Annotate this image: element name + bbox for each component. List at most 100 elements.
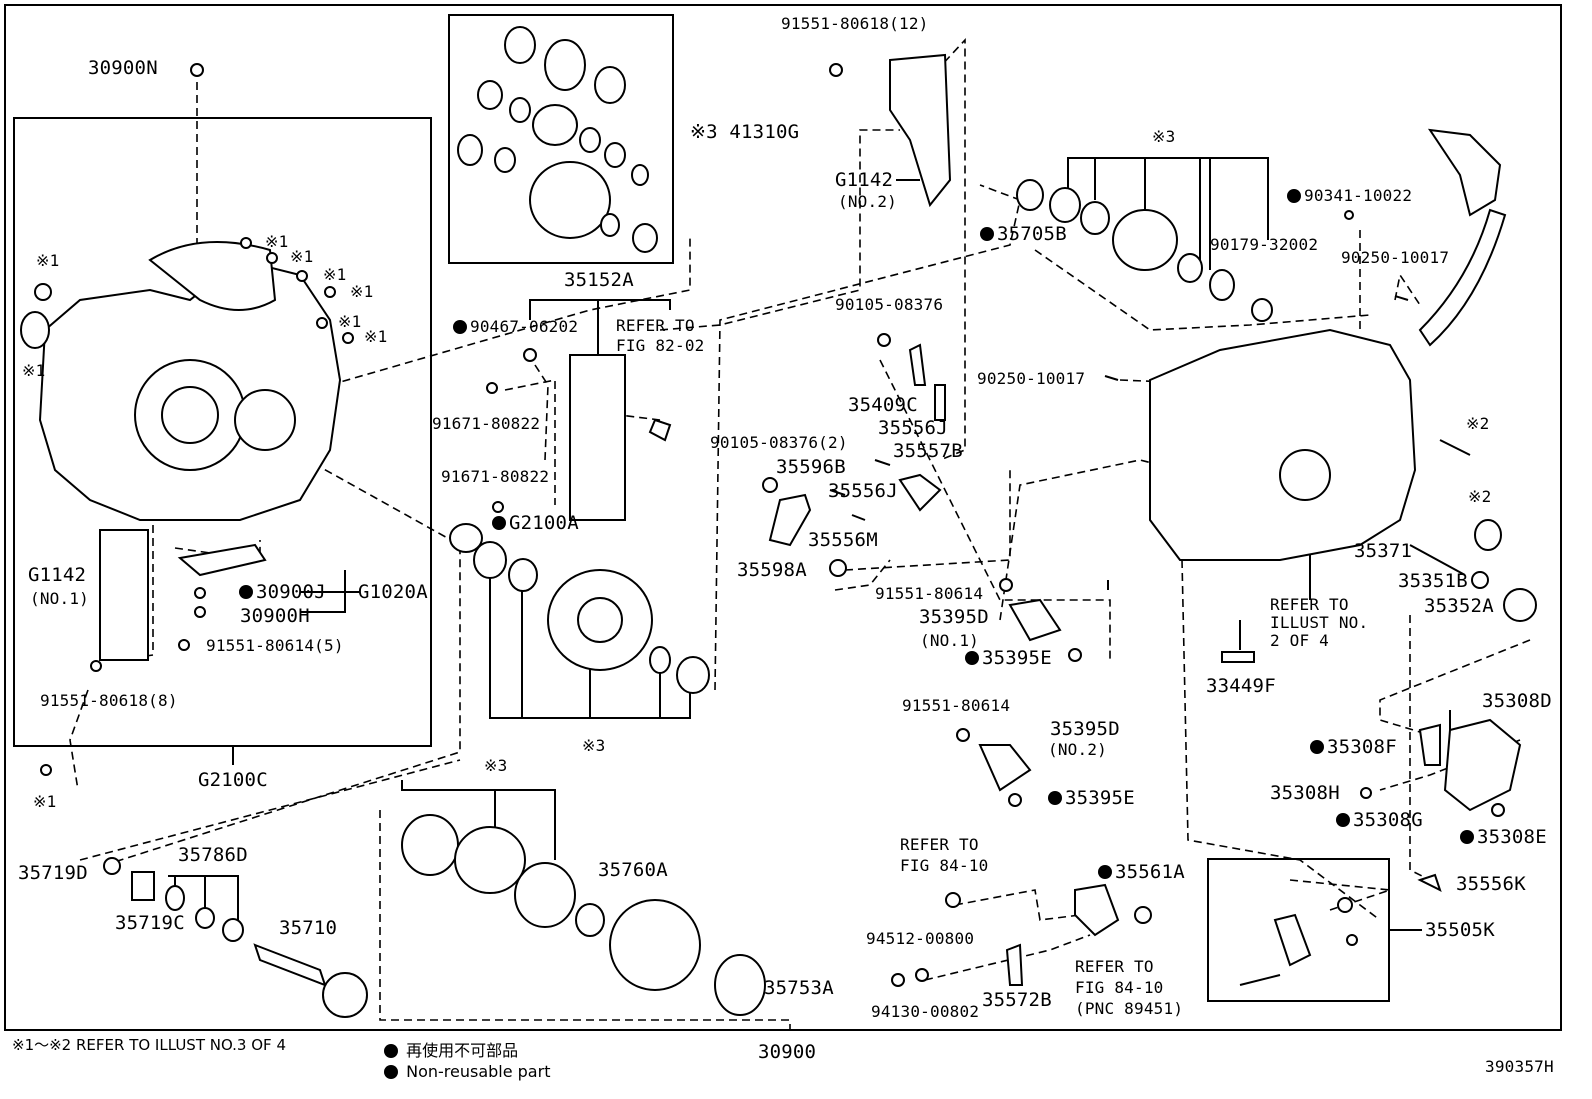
callout-35371[interactable]: 35371	[1354, 540, 1413, 562]
callout-90179-32002[interactable]: 90179-32002	[1210, 235, 1319, 254]
non-reusable-marker	[1098, 864, 1112, 879]
legend-en: Non-reusable part	[384, 1062, 550, 1081]
callout-35308h[interactable]: 35308H	[1270, 782, 1340, 804]
callout-35719c[interactable]: 35719C	[115, 912, 185, 934]
callout-91671-80822[interactable]: 91671-80822	[432, 414, 541, 433]
non-reusable-marker	[384, 1043, 398, 1058]
non-reusable-marker	[965, 650, 979, 665]
ref-mark: ※1	[265, 232, 289, 251]
callout-35308g[interactable]: 35308G	[1336, 810, 1423, 830]
callout-90250-10017[interactable]: 90250-10017	[977, 369, 1086, 388]
callout-30900-assembly[interactable]: 30900	[758, 1041, 817, 1063]
housing-group-box	[13, 117, 432, 747]
ref-mark: ※1	[290, 247, 314, 266]
diagram-id: 390357H	[1485, 1057, 1554, 1076]
callout-note: (NO.1)	[920, 631, 979, 650]
callout-g1142-no2[interactable]: G1142	[835, 169, 894, 191]
non-reusable-marker	[1287, 188, 1301, 203]
refer-note: (PNC 89451)	[1075, 999, 1184, 1018]
callout-33449f[interactable]: 33449F	[1206, 675, 1276, 697]
callout-g1142-no1[interactable]: G1142	[28, 564, 87, 586]
callout-35395d-no2[interactable]: 35395D	[1050, 718, 1120, 740]
non-reusable-marker	[492, 515, 506, 530]
callout-35395e[interactable]: 35395E	[965, 648, 1052, 668]
callout-g2100a[interactable]: G2100A	[492, 513, 579, 533]
non-reusable-marker	[1310, 739, 1324, 754]
callout-90105-08376[interactable]: 90105-08376	[835, 295, 944, 314]
callout-35786d[interactable]: 35786D	[178, 844, 248, 866]
callout-91551-80614-5[interactable]: 91551-80614(5)	[206, 636, 344, 655]
ref-mark: ※1	[350, 282, 374, 301]
callout-35352a[interactable]: 35352A	[1424, 595, 1494, 617]
callout-91671-80822[interactable]: 91671-80822	[441, 467, 550, 486]
callout-90341-10022[interactable]: 90341-10022	[1287, 187, 1412, 204]
callout-35308e[interactable]: 35308E	[1460, 827, 1547, 847]
callout-35760a[interactable]: 35760A	[598, 859, 668, 881]
non-reusable-marker	[980, 226, 994, 241]
callout-35719d[interactable]: 35719D	[18, 862, 88, 884]
non-reusable-marker	[384, 1064, 398, 1079]
callout-35556j[interactable]: 35556J	[828, 480, 898, 502]
refer-note: ILLUST NO.	[1270, 613, 1369, 632]
callout-g1020a[interactable]: G1020A	[358, 581, 428, 603]
callout-35556j[interactable]: 35556J	[878, 417, 948, 439]
non-reusable-marker	[453, 319, 467, 334]
ref-mark: ※2	[1466, 414, 1490, 433]
refer-note: REFER TO	[1270, 595, 1349, 614]
callout-35556k[interactable]: 35556K	[1456, 873, 1526, 895]
callout-90105-08376-2[interactable]: 90105-08376(2)	[710, 433, 848, 452]
callout-35572b[interactable]: 35572B	[982, 989, 1052, 1011]
callout-91551-80618-8[interactable]: 91551-80618(8)	[40, 691, 178, 710]
refer-note: FIG 84-10	[1075, 978, 1164, 997]
callout-35409c[interactable]: 35409C	[848, 394, 918, 416]
callout-35505k[interactable]: 35505K	[1425, 919, 1495, 941]
ref-mark: ※3	[484, 756, 508, 775]
refer-note: 2 OF 4	[1270, 631, 1329, 650]
callout-35308f[interactable]: 35308F	[1310, 737, 1397, 757]
callout-30900J[interactable]: 30900J	[239, 582, 326, 602]
callout-35395e[interactable]: 35395E	[1048, 788, 1135, 808]
callout-41310g[interactable]: ※3 41310G	[690, 121, 800, 143]
callout-35753a[interactable]: 35753A	[764, 977, 834, 999]
callout-note: (NO.2)	[1048, 740, 1107, 759]
non-reusable-marker	[239, 584, 253, 599]
ref-mark: ※1	[338, 312, 362, 331]
callout-35710[interactable]: 35710	[279, 917, 338, 939]
callout-35596b[interactable]: 35596B	[776, 456, 846, 478]
callout-35557b[interactable]: 35557B	[893, 440, 963, 462]
ref-mark: ※1	[323, 265, 347, 284]
ref-mark: ※1	[364, 327, 388, 346]
ref-mark: ※2	[1468, 487, 1492, 506]
refer-note: REFER TO	[900, 835, 979, 854]
callout-35395d-no1[interactable]: 35395D	[919, 606, 989, 628]
callout-91551-80618-12[interactable]: 91551-80618(12)	[781, 14, 929, 33]
callout-30900H[interactable]: 30900H	[240, 605, 310, 627]
callout-35598a[interactable]: 35598A	[737, 559, 807, 581]
callout-35152a[interactable]: 35152A	[564, 269, 634, 291]
footnote-text: ※1～※2 REFER TO ILLUST NO.3 OF 4	[12, 1036, 286, 1054]
callout-35705b[interactable]: 35705B	[980, 224, 1067, 244]
callout-94130-00802[interactable]: 94130-00802	[871, 1002, 980, 1021]
callout-35351b[interactable]: 35351B	[1398, 570, 1468, 592]
callout-91551-80614[interactable]: 91551-80614	[875, 584, 984, 603]
callout-91551-80614[interactable]: 91551-80614	[902, 696, 1011, 715]
callout-g2100c[interactable]: G2100C	[198, 769, 268, 791]
callout-94512-00800[interactable]: 94512-00800	[866, 929, 975, 948]
diff-parts-box	[448, 14, 674, 264]
callout-35556m[interactable]: 35556M	[808, 529, 878, 551]
part-shapes	[20, 26, 1537, 1018]
callout-90467-06202[interactable]: 90467-06202	[453, 318, 578, 335]
ref-mark: ※3	[1152, 127, 1176, 146]
non-reusable-marker	[1048, 790, 1062, 805]
callout-30900N[interactable]: 30900N	[88, 57, 158, 79]
callout-35561a[interactable]: 35561A	[1098, 862, 1185, 882]
ref-mark: ※1	[36, 251, 60, 270]
ref-mark: ※3	[582, 736, 606, 755]
callout-note: (NO.1)	[30, 589, 89, 608]
legend-jp: 再使用不可部品	[384, 1037, 518, 1061]
callout-90250-10017[interactable]: 90250-10017	[1341, 248, 1450, 267]
callout-35308d[interactable]: 35308D	[1482, 690, 1552, 712]
refer-note: FIG 82-02	[616, 336, 705, 355]
non-reusable-marker	[1460, 829, 1474, 844]
